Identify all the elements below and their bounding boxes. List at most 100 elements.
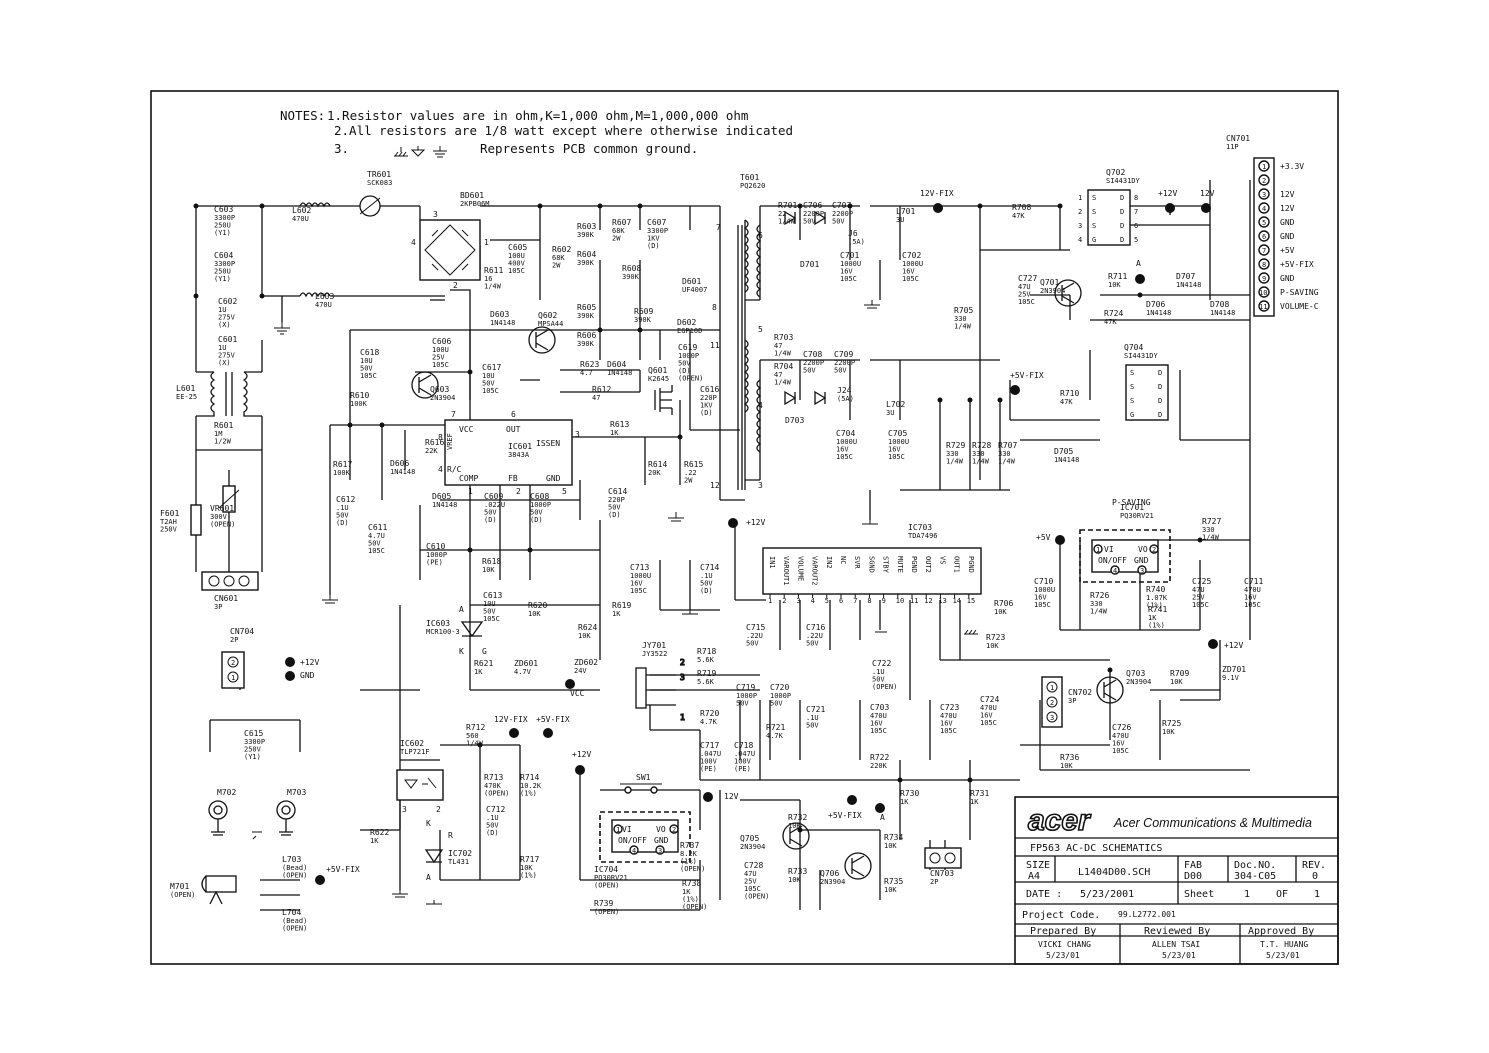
component-ref: C711	[1244, 577, 1263, 586]
component-value: 16	[484, 275, 492, 283]
cn701-pin-circle	[1258, 272, 1270, 284]
component-ref: R621	[474, 659, 493, 668]
component-value: 1M	[214, 430, 222, 438]
component-ref: R616	[425, 438, 444, 447]
cn701-pin-circle	[1258, 216, 1270, 228]
component-value: 1/4W	[972, 458, 990, 466]
component-value: (D)	[700, 409, 713, 417]
svg-text:1: 1	[1078, 194, 1082, 202]
component-ref: R727	[1202, 517, 1221, 526]
component-ref: R710	[1060, 389, 1079, 398]
component-value: 100U	[508, 252, 525, 260]
component-value: 1/4W	[466, 740, 484, 748]
component-ref: C708	[803, 350, 822, 359]
ic601-pin-3: 3	[575, 430, 580, 439]
date-value: 5/23/2001	[1080, 889, 1134, 900]
component-value: .22	[684, 469, 697, 477]
component-value: (OPEN)	[210, 521, 235, 529]
component-ref: R706	[994, 599, 1013, 608]
component-value: 47K	[1060, 398, 1073, 406]
ic703-pin-number: 12	[924, 597, 932, 605]
component-ref: C704	[836, 429, 855, 438]
component-ref: D701	[800, 260, 819, 269]
component-value: 1N4148	[432, 501, 457, 509]
component-ref: C703	[870, 703, 889, 712]
component-value: 330	[954, 315, 967, 323]
component-value: 50V	[530, 509, 543, 517]
component-value: (D)	[336, 519, 349, 527]
component-value: EE-25	[176, 393, 197, 401]
component-ref: D707	[1176, 272, 1195, 281]
wires-bottom	[209, 660, 881, 911]
mounting-hole-icons	[208, 800, 296, 836]
component-ref: C612	[336, 495, 355, 504]
component-ref: C615	[244, 729, 263, 738]
component-value: 10.2K	[520, 782, 542, 790]
net-label: +5V-FIX	[828, 811, 862, 820]
ic704-box: VI VO ON/OFF GND 1 2 3 4	[599, 811, 691, 863]
component-ref: C723	[940, 703, 959, 712]
component-value: 2W	[552, 262, 561, 270]
ic703-pin-number: 13	[938, 597, 946, 605]
component-value: 105C	[630, 587, 647, 595]
ic703-pin-number: 4	[811, 597, 815, 605]
component-ref: C604	[214, 251, 233, 260]
component-value: TDA7496	[908, 532, 938, 540]
component-ref: C713	[630, 563, 649, 572]
component-value: 100U	[432, 346, 449, 354]
component-value: 300V	[210, 513, 228, 521]
component-value: 50V	[608, 504, 621, 512]
component-value: 16V	[1244, 594, 1257, 602]
component-value: 3300P	[244, 738, 265, 746]
component-value: (D)	[486, 829, 499, 837]
component-value: 105C	[1112, 747, 1129, 755]
component-value: 470K	[484, 782, 502, 790]
cn701-pin-label: 12V	[1280, 190, 1295, 199]
component-ref: R741	[1148, 605, 1167, 614]
ic702-pin-k: K	[426, 819, 431, 828]
component-ref: R719	[697, 669, 716, 678]
prepared-date: 5/23/01	[1046, 951, 1080, 960]
component-value: 24V	[574, 667, 587, 675]
of-value: 1	[1314, 889, 1320, 900]
transistor-icons	[411, 279, 1124, 880]
component-value: 1/2W	[214, 438, 232, 446]
component-value: (X)	[218, 321, 231, 329]
component-ref: D605	[432, 492, 451, 501]
ic703-pin-label: VS	[938, 556, 946, 564]
component-value: 47U	[1192, 586, 1205, 594]
component-r739: R739(OPEN)	[594, 899, 619, 916]
component-ref: R740	[1146, 585, 1165, 594]
ic703-pin-label: NC	[839, 556, 847, 564]
note-line-3: Represents PCB common ground.	[480, 141, 698, 156]
net-label: GND	[300, 671, 315, 680]
component-ref: L703	[282, 855, 301, 864]
notes-block: NOTES: 1.Resistor values are in ohm,K=1,…	[280, 108, 793, 158]
component-value: 50V	[484, 509, 497, 517]
component-ref: Q701	[1040, 278, 1059, 287]
ic601-rc: R/C	[447, 465, 462, 474]
component-value: 47K	[1012, 212, 1025, 220]
component-value: 1N4148	[607, 369, 632, 377]
cn701-pin-number: 7	[1262, 247, 1266, 255]
ic704-onoff: ON/OFF	[618, 836, 647, 845]
svg-text:D: D	[1158, 411, 1162, 419]
component-value: (OPEN)	[282, 872, 307, 880]
svg-text:D: D	[1158, 369, 1162, 377]
bd601-pin-2: 2	[453, 281, 458, 290]
component-ref: R609	[634, 307, 653, 316]
component-value: K2645	[648, 375, 669, 383]
